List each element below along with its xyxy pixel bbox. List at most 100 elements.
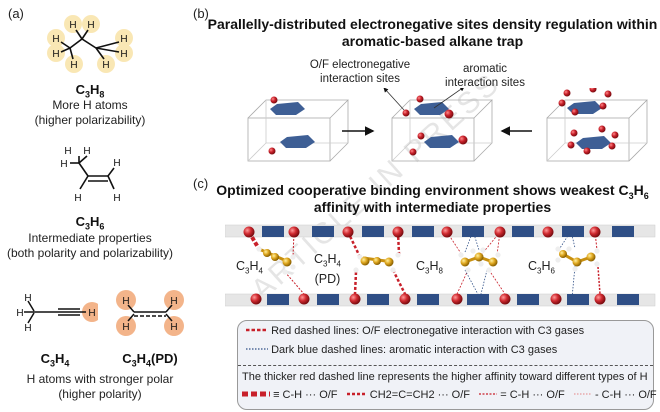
svg-text:H: H <box>52 34 59 45</box>
of-site <box>342 226 354 238</box>
binding-channel <box>225 224 656 307</box>
c3h6-desc-2: (both polarity and polarizability) <box>6 246 174 260</box>
legend-red: Red dashed lines: O/F electronegative in… <box>246 325 584 337</box>
panel-b-title-1: Parallelly-distributed electronegative s… <box>207 16 658 32</box>
channel-label-c3h8: C3H8 <box>416 259 443 276</box>
aromatic-block <box>267 294 289 305</box>
aromatic-block <box>367 294 389 305</box>
thinnest-red-dash-icon <box>573 393 592 395</box>
svg-text:H: H <box>113 193 120 204</box>
of-site <box>270 96 278 104</box>
molecule-c3h4 <box>256 246 296 275</box>
of-site <box>444 109 454 119</box>
c3h8-desc-2: (higher polarizability) <box>34 113 146 127</box>
annot-arrow-of <box>383 88 405 111</box>
svg-text:H: H <box>170 296 177 307</box>
aromatic-block <box>467 294 489 305</box>
of-site-group <box>558 88 619 155</box>
aromatic-block <box>567 294 589 305</box>
of-site <box>243 226 255 238</box>
c3h6-desc-1: Intermediate properties <box>28 231 152 245</box>
annot-aromatic-2: interaction sites <box>445 77 525 89</box>
svg-text:H: H <box>102 60 109 71</box>
panel-b-cubes <box>247 88 648 162</box>
c3h8-desc-1: More H atoms <box>52 98 128 112</box>
aromatic-block <box>312 226 334 237</box>
of-site <box>298 293 310 305</box>
aromatic-block <box>317 294 339 305</box>
polar-desc-1: H atoms with stronger polar <box>26 372 174 386</box>
svg-text:H: H <box>83 146 90 157</box>
of-site <box>594 293 606 305</box>
aromatic-block <box>517 294 539 305</box>
of-site <box>451 293 463 305</box>
panel-a-label: (a) <box>8 6 24 21</box>
c3h6-formula: C3H6 <box>75 214 105 232</box>
aromatic-block <box>362 226 384 237</box>
cube-sparse <box>247 99 349 162</box>
legend-box: Red dashed lines: O/F electronegative in… <box>237 320 657 410</box>
annot-of-sites-2: interaction sites <box>320 73 400 85</box>
of-site <box>416 95 424 103</box>
aromatic-ring <box>576 136 611 149</box>
of-site <box>589 226 601 238</box>
c3h8-formula: C3H8 <box>75 82 105 100</box>
annot-arrow-aromatic <box>433 88 465 109</box>
panel-c-title-2: affinity with intermediate properties <box>313 199 552 215</box>
aromatic-ring <box>270 102 305 115</box>
svg-text:H: H <box>64 146 71 157</box>
aromatic-block <box>512 226 534 237</box>
aromatic-block <box>417 294 439 305</box>
of-site <box>250 293 262 305</box>
h-glow-group <box>47 15 133 73</box>
svg-text:H: H <box>74 193 81 204</box>
of-site <box>288 226 300 238</box>
svg-text:H: H <box>120 49 127 60</box>
svg-text:H: H <box>113 158 120 169</box>
of-site <box>402 109 410 117</box>
blue-interactions <box>464 230 576 299</box>
cube-optimized <box>391 99 493 162</box>
of-site <box>441 226 453 238</box>
molecule-c3h6 <box>555 246 600 272</box>
panel-c-label: (c) <box>193 176 209 191</box>
blue-dash-icon <box>246 348 268 350</box>
of-site <box>550 293 562 305</box>
svg-text:H: H <box>87 20 94 31</box>
aromatic-ring <box>414 102 449 115</box>
panel-b-title-2: aromatic-based alkane trap <box>341 33 524 49</box>
svg-text:H: H <box>52 49 59 60</box>
channel-label-c3h4: C3H4 <box>236 259 263 276</box>
of-site <box>409 148 417 156</box>
svg-text:H: H <box>60 159 67 170</box>
legend-separator <box>238 365 653 366</box>
svg-text:H: H <box>24 323 31 333</box>
molecule-c3h4-pd <box>353 252 401 273</box>
annot-aromatic-1: aromatic <box>462 63 508 75</box>
aromatic-block <box>412 226 434 237</box>
svg-text:H: H <box>70 60 77 71</box>
panel-b-label: (b) <box>193 6 209 21</box>
legend-blue: Dark blue dashed lines: aromatic interac… <box>246 344 557 356</box>
aromatic-block <box>562 226 584 237</box>
of-site <box>494 226 506 238</box>
legend-affinity-row: ≡ C-H ··· O/F CH2=C=CH2 ··· O/F = C-H ··… <box>242 389 657 401</box>
molecule-c3h8 <box>458 247 501 273</box>
of-site <box>349 293 361 305</box>
of-site <box>268 147 276 155</box>
svg-text:H: H <box>170 322 177 333</box>
c3h4-formula: C3H4 <box>40 351 70 369</box>
of-site <box>399 293 411 305</box>
thin-red-dash-icon <box>479 393 498 395</box>
polar-desc-2: (higher polarity) <box>58 387 142 401</box>
aromatic-block <box>612 226 634 237</box>
svg-text:H: H <box>88 308 95 319</box>
channel-label-c3h6: C3H6 <box>528 259 555 276</box>
channel-label-c3h4-pd: C3H4(PD) <box>314 252 341 286</box>
of-site <box>499 293 511 305</box>
svg-text:H: H <box>122 296 129 307</box>
aromatic-block <box>262 226 284 237</box>
aromatic-ring <box>280 135 315 148</box>
medium-red-dash-icon <box>346 392 367 396</box>
